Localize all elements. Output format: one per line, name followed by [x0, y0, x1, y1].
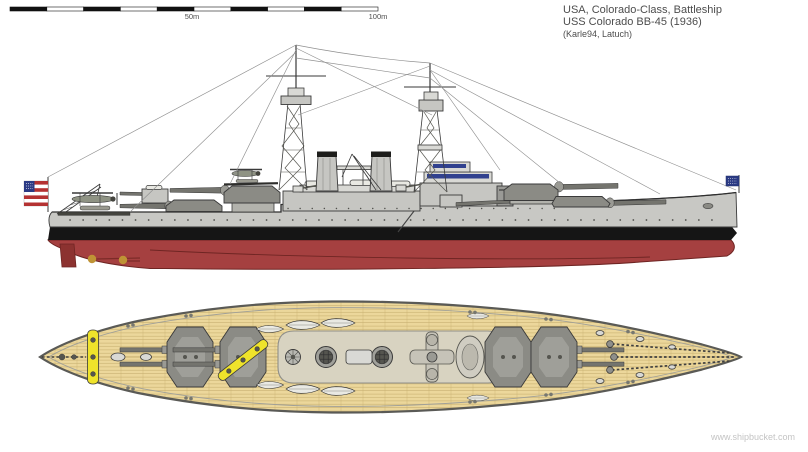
profile-view: [23, 44, 740, 270]
funnel-1-profile: [315, 151, 339, 192]
rigging: [47, 44, 737, 213]
deck-hatch: [668, 364, 676, 370]
capstan: [606, 366, 614, 374]
propeller: [87, 254, 97, 264]
main-cage-mast: [266, 45, 326, 191]
turret-4: [165, 199, 223, 212]
uptake-casing: [345, 349, 373, 365]
propeller: [118, 255, 128, 265]
turret-catapult-plan: [217, 339, 269, 381]
turret-3: [223, 185, 281, 204]
ship-boat: [349, 179, 373, 186]
funnel-2-plan: [371, 346, 393, 368]
deck-hatch: [635, 372, 645, 378]
rudder: [59, 243, 77, 268]
fore-turrets-profile: [503, 181, 667, 209]
funnel-1-plan: [315, 346, 337, 368]
scale-100m-label: 100m: [369, 12, 388, 21]
turret-1: [551, 196, 611, 208]
bridge-plan: [409, 331, 485, 383]
turret-catapult-rail: [223, 182, 279, 186]
main-mast-top-plan: [285, 349, 301, 365]
ship-name-title: USS Colorado BB-45 (1936): [563, 15, 702, 28]
shipbucket-watermark: www.shipbucket.com: [710, 432, 795, 442]
capstan: [610, 353, 618, 361]
deck-bollards: [126, 310, 635, 404]
us-ensign-flag: [23, 177, 49, 212]
scale-50m-label: 50m: [185, 12, 200, 21]
plan-view: [38, 300, 744, 414]
stern-catapult-plan: [87, 329, 99, 385]
deck-hatch: [635, 336, 645, 342]
funnel-2-profile: [369, 151, 393, 192]
fore-cage-mast: [404, 63, 456, 193]
boot-stripe: [48, 227, 737, 240]
deck-hatch: [595, 330, 605, 336]
boat-crane: [341, 153, 382, 191]
bridge-windows: [433, 164, 466, 168]
underwater-hull: [47, 239, 735, 270]
bow-jack-flag: [725, 175, 740, 193]
deck-hatch: [668, 344, 676, 350]
aft-turrets-profile: [119, 168, 281, 213]
scale-bar: 50m 100m: [9, 6, 388, 21]
bridge-windows: [427, 174, 489, 179]
deck-hatch: [140, 353, 152, 361]
deck-hatch: [595, 378, 605, 384]
anchor: [702, 203, 714, 209]
turret-2: [503, 183, 559, 201]
ship-class-title: USA, Colorado-Class, Battleship: [563, 4, 722, 16]
stern-seaplane: [57, 192, 131, 216]
artist-credit: (Karle94, Latuch): [563, 29, 633, 39]
deck-hatch: [110, 352, 126, 362]
turret-seaplane: [230, 168, 262, 183]
stern-catapult-rail: [57, 211, 131, 216]
capstan: [606, 340, 614, 348]
title-block: USA, Colorado-Class, Battleship USS Colo…: [563, 4, 722, 39]
